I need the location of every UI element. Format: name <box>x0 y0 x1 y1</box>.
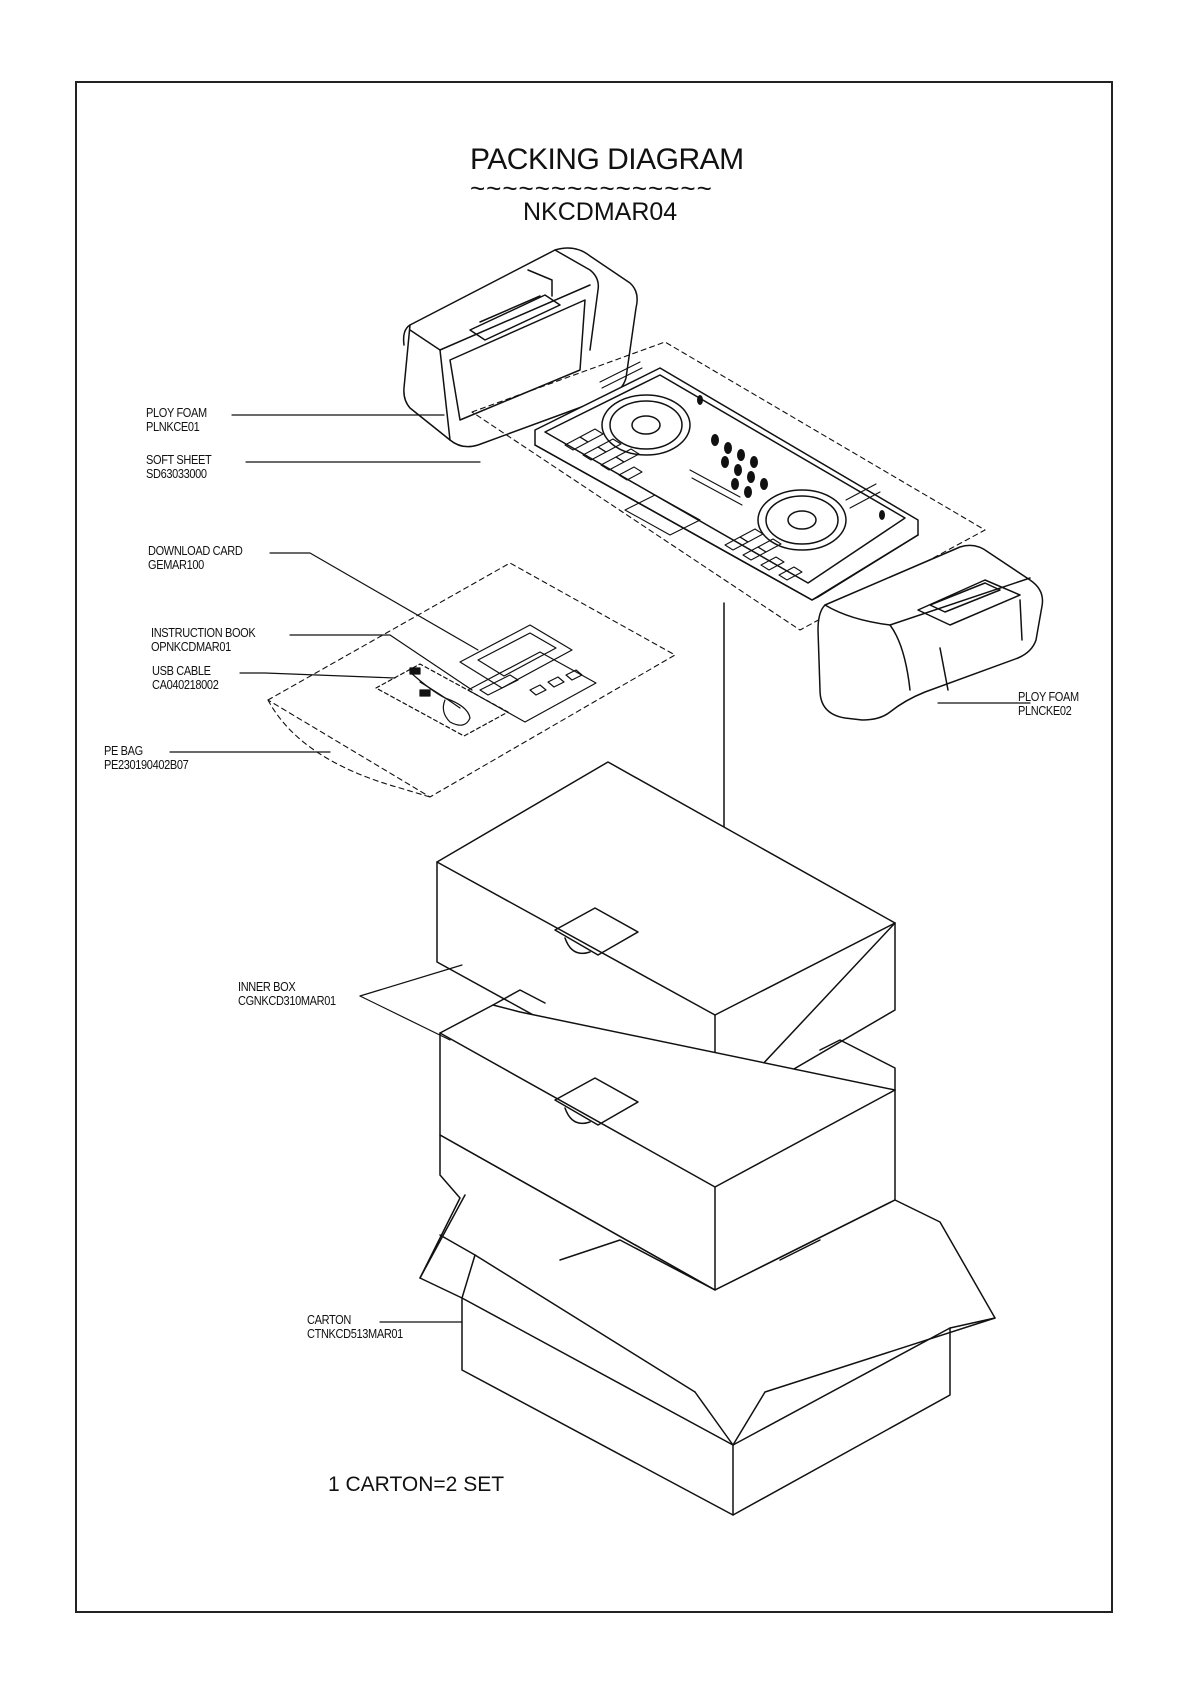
usb-cable <box>376 664 508 736</box>
part-code: PLNKCE01 <box>146 420 207 434</box>
part-code: GEMAR100 <box>148 558 242 572</box>
model-number: NKCDMAR04 <box>523 198 677 227</box>
part-code: PLNCKE02 <box>1018 704 1079 718</box>
label-pe-bag: PE BAG PE230190402B07 <box>104 744 188 772</box>
label-carton: CARTON CTNKCD513MAR01 <box>307 1313 403 1341</box>
part-name: SOFT SHEET <box>146 453 211 467</box>
label-ploy-foam-1: PLOY FOAM PLNKCE01 <box>146 406 207 434</box>
part-name: PLOY FOAM <box>1018 690 1079 704</box>
label-usb-cable: USB CABLE CA040218002 <box>152 664 218 692</box>
part-code: CA040218002 <box>152 678 218 692</box>
label-soft-sheet: SOFT SHEET SD63033000 <box>146 453 211 481</box>
part-code: PE230190402B07 <box>104 758 188 772</box>
part-code: CGNKCD310MAR01 <box>238 994 336 1008</box>
part-code: OPNKCDMAR01 <box>151 640 255 654</box>
part-name: DOWNLOAD CARD <box>148 544 242 558</box>
part-name: PLOY FOAM <box>146 406 207 420</box>
label-instruction-book: INSTRUCTION BOOK OPNKCDMAR01 <box>151 626 255 654</box>
part-name: CARTON <box>307 1313 403 1327</box>
diagram-title: PACKING DIAGRAM <box>470 143 744 177</box>
pe-bag-outline <box>268 563 675 797</box>
title-underline: ~~~~~~~~~~~~~~~ <box>470 178 713 198</box>
part-code: SD63033000 <box>146 467 211 481</box>
label-inner-box: INNER BOX CGNKCD310MAR01 <box>238 980 336 1008</box>
carton-quantity-note: 1 CARTON=2 SET <box>328 1473 504 1497</box>
part-code: CTNKCD513MAR01 <box>307 1327 403 1341</box>
part-name: USB CABLE <box>152 664 218 678</box>
label-download-card: DOWNLOAD CARD GEMAR100 <box>148 544 242 572</box>
label-ploy-foam-2: PLOY FOAM PLNCKE02 <box>1018 690 1079 718</box>
part-name: PE BAG <box>104 744 188 758</box>
part-name: INSTRUCTION BOOK <box>151 626 255 640</box>
part-name: INNER BOX <box>238 980 336 994</box>
